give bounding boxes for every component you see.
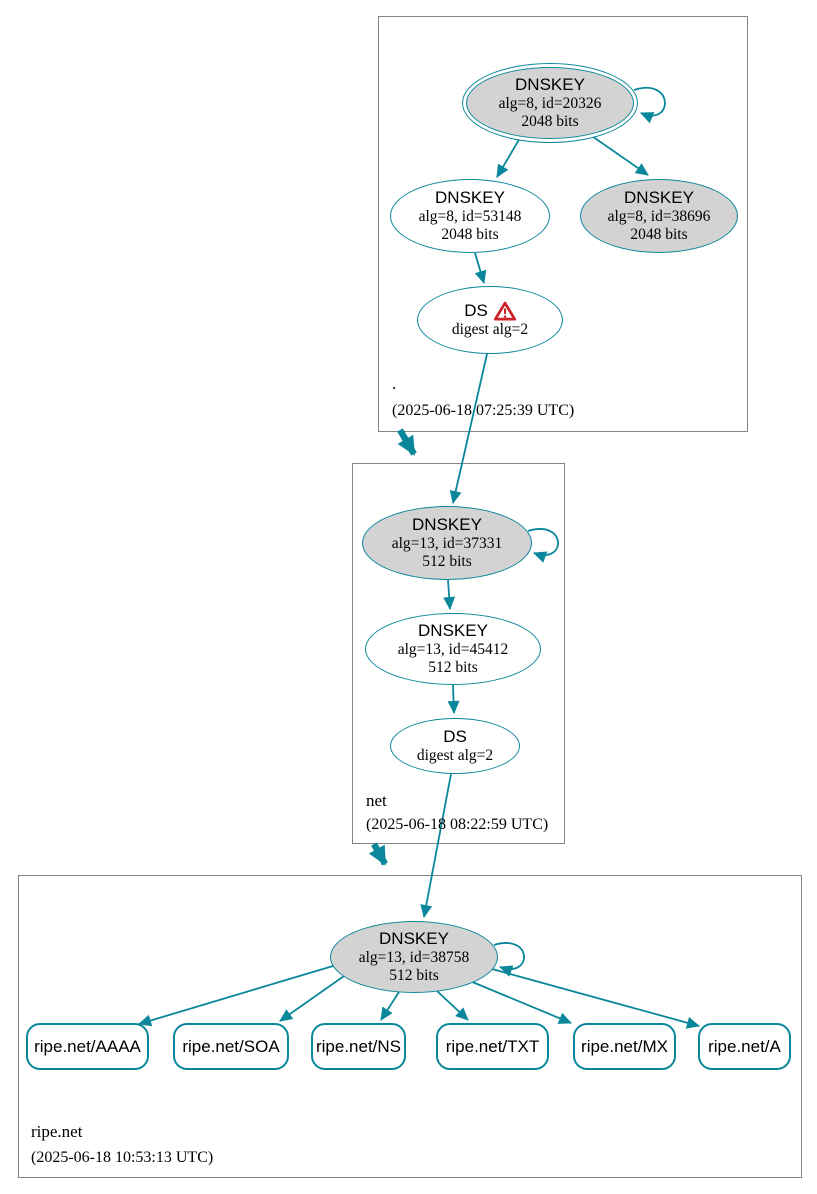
node-digest: digest alg=2 [416,747,494,764]
zone-label-root: . [392,374,397,393]
rrset-label: ripe.net/A [708,1036,781,1056]
warning-triangle-icon [493,301,516,321]
node-title: DNSKEY [418,621,488,640]
rrset-node-ripe-net-txt[interactable]: ripe.net/TXT [436,1023,549,1070]
dnskey-node-root-38696[interactable]: DNSKEY alg=8, id=38696 2048 bits [580,179,738,253]
node-title: DS [464,301,488,320]
edge-delegation-root-to-net [397,428,417,456]
node-bits: 512 bits [422,553,472,570]
edge-delegation-net-to-ripe [368,842,388,866]
node-alg-id: alg=13, id=38758 [358,949,470,966]
rrset-label: ripe.net/SOA [182,1036,280,1056]
ds-node-root[interactable]: DS digest alg=2 [417,286,563,354]
dnskey-node-net-zsk[interactable]: DNSKEY alg=13, id=45412 512 bits [365,613,541,685]
node-alg-id: alg=8, id=53148 [418,208,522,225]
rrset-label: ripe.net/TXT [445,1036,540,1056]
node-alg-id: alg=8, id=38696 [607,208,711,225]
node-bits: 2048 bits [630,226,688,243]
node-bits: 512 bits [428,659,478,676]
node-alg-id: alg=13, id=45412 [397,641,509,658]
node-title: DNSKEY [435,188,505,207]
node-bits: 2048 bits [441,226,499,243]
node-bits: 512 bits [389,967,439,984]
ds-node-net[interactable]: DS digest alg=2 [390,718,520,774]
rrset-label: ripe.net/NS [315,1036,402,1056]
zone-timestamp-ripe-net: (2025-06-18 10:53:13 UTC) [31,1149,214,1166]
rrset-label: ripe.net/AAAA [34,1036,141,1056]
node-digest: digest alg=2 [451,321,529,338]
rrset-node-ripe-net-ns[interactable]: ripe.net/NS [311,1023,406,1070]
node-alg-id: alg=13, id=37331 [391,535,503,552]
node-title: DS [443,727,467,746]
node-bits: 2048 bits [521,113,579,130]
dnskey-node-root-ksk[interactable]: DNSKEY alg=8, id=20326 2048 bits [462,63,638,143]
rrset-label: ripe.net/MX [581,1036,668,1056]
node-title: DNSKEY [412,515,482,534]
dnskey-node-net-ksk[interactable]: DNSKEY alg=13, id=37331 512 bits [362,506,532,580]
zone-timestamp-net: (2025-06-18 08:22:59 UTC) [366,816,549,833]
dnskey-node-ripe-ksk[interactable]: DNSKEY alg=13, id=38758 512 bits [330,921,498,993]
node-title: DNSKEY [515,75,585,94]
rrset-node-ripe-net-a[interactable]: ripe.net/A [698,1023,791,1070]
zone-label-ripe-net: ripe.net [31,1122,83,1141]
dnskey-node-root-ksk-body: DNSKEY alg=8, id=20326 2048 bits [466,67,634,139]
rrset-node-ripe-net-mx[interactable]: ripe.net/MX [573,1023,676,1070]
zone-timestamp-root: (2025-06-18 07:25:39 UTC) [392,402,575,419]
node-title: DNSKEY [624,188,694,207]
node-title: DNSKEY [379,929,449,948]
dnskey-node-root-zsk[interactable]: DNSKEY alg=8, id=53148 2048 bits [390,179,550,253]
rrset-node-ripe-net-soa[interactable]: ripe.net/SOA [173,1023,289,1070]
zone-label-net: net [366,791,387,810]
node-alg-id: alg=8, id=20326 [498,95,602,112]
rrset-node-ripe-net-aaaa[interactable]: ripe.net/AAAA [26,1023,149,1070]
